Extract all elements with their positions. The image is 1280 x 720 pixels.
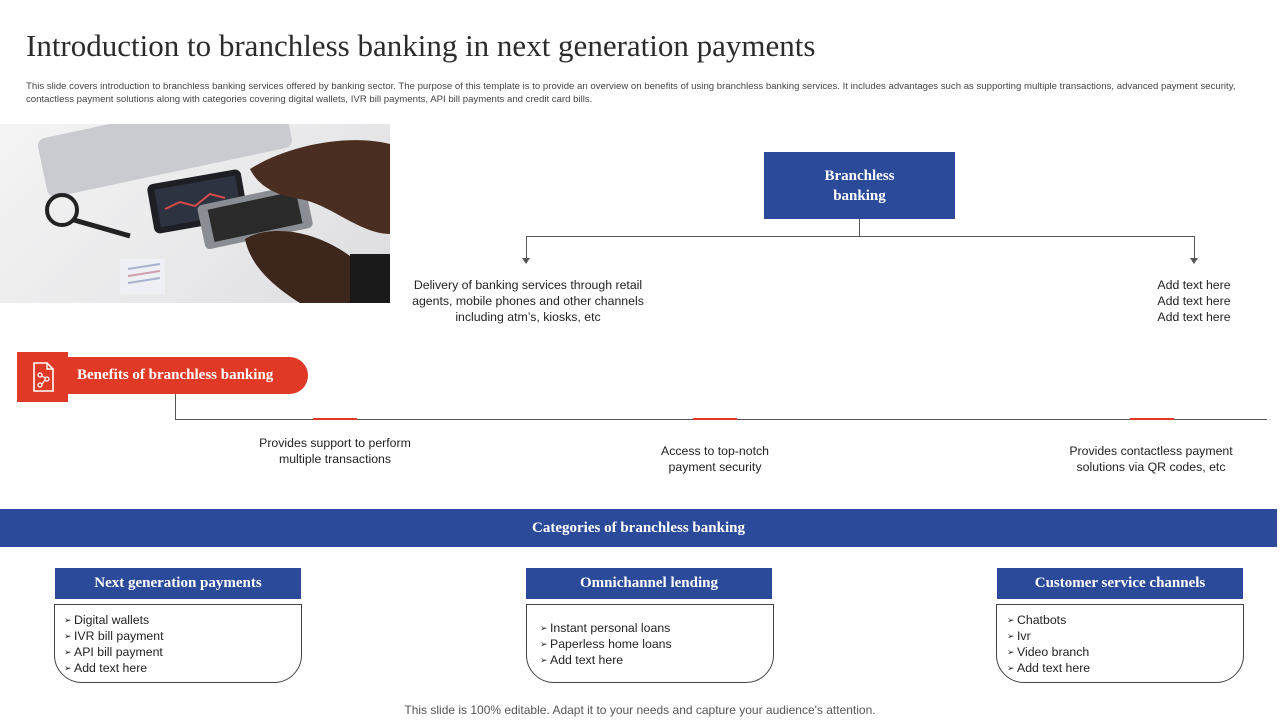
bullet-icon: ➢ xyxy=(540,639,548,649)
text-line: payment security xyxy=(668,460,762,474)
benefit-item-transactions: Provides support to perform multiple tra… xyxy=(225,435,445,467)
hero-photo xyxy=(0,124,390,303)
benefit-marker xyxy=(1130,418,1174,420)
benefit-marker xyxy=(313,418,357,420)
bullet-icon: ➢ xyxy=(540,623,548,633)
category-list: ➢Instant personal loans ➢Paperless home … xyxy=(527,605,773,668)
branchless-box-line1: Branchless xyxy=(824,167,895,184)
category-box-service: ➢Chatbots ➢Ivr ➢Video branch ➢Add text h… xyxy=(996,604,1244,683)
benefits-label-text: Benefits of branchless banking xyxy=(77,367,274,383)
list-item: ➢IVR bill payment xyxy=(55,628,301,644)
bullet-icon: ➢ xyxy=(64,615,72,625)
list-item-text: Ivr xyxy=(1017,629,1031,643)
list-item: ➢Paperless home loans xyxy=(531,636,773,652)
category-header-payments: Next generation payments xyxy=(55,568,301,599)
list-item-text: API bill payment xyxy=(74,645,163,659)
category-box-lending: ➢Instant personal loans ➢Paperless home … xyxy=(526,604,774,683)
list-item: ➢API bill payment xyxy=(55,644,301,660)
list-item-text: Paperless home loans xyxy=(550,637,672,651)
branchless-banking-box: Branchless banking xyxy=(764,152,955,219)
list-item: ➢Video branch xyxy=(998,644,1243,660)
category-header-lending: Omnichannel lending xyxy=(526,568,772,599)
text-line: Delivery of banking services through ret… xyxy=(413,278,643,292)
text-line: Add text here xyxy=(1157,294,1231,308)
branchless-right-text: Add text here Add text here Add text her… xyxy=(1134,277,1254,325)
list-item-text: Add text here xyxy=(550,653,624,667)
page-description: This slide covers introduction to branch… xyxy=(26,81,1236,105)
benefits-drop xyxy=(175,394,176,420)
category-list: ➢Digital wallets ➢IVR bill payment ➢API … xyxy=(55,605,301,676)
footer-note: This slide is 100% editable. Adapt it to… xyxy=(404,703,876,717)
list-item: ➢Ivr xyxy=(998,628,1243,644)
text-line: solutions via QR codes, etc xyxy=(1076,460,1226,474)
category-title: Customer service channels xyxy=(1034,575,1206,591)
list-item-text: Instant personal loans xyxy=(550,621,671,635)
category-list: ➢Chatbots ➢Ivr ➢Video branch ➢Add text h… xyxy=(997,605,1243,676)
branchless-box-line2: banking xyxy=(833,187,886,204)
text-line: Access to top-notch xyxy=(661,444,769,458)
benefit-item-contactless: Provides contactless payment solutions v… xyxy=(1031,443,1271,475)
connector-right-drop xyxy=(1194,236,1195,259)
bullet-icon: ➢ xyxy=(64,647,72,657)
connector-vertical-center xyxy=(859,219,860,236)
benefit-item-security: Access to top-notch payment security xyxy=(605,443,825,475)
text-line: Add text here xyxy=(1157,310,1231,324)
arrow-down-icon xyxy=(1190,258,1198,264)
categories-banner: Categories of branchless banking xyxy=(0,509,1277,547)
bullet-icon: ➢ xyxy=(1007,647,1015,657)
page-title: Introduction to branchless banking in ne… xyxy=(26,28,816,63)
bullet-icon: ➢ xyxy=(1007,615,1015,625)
document-chart-icon xyxy=(32,362,54,392)
text-line: Provides support to perform xyxy=(259,436,411,450)
category-title: Next generation payments xyxy=(94,575,262,591)
list-item-text: Chatbots xyxy=(1017,613,1067,627)
list-item-text: IVR bill payment xyxy=(74,629,164,643)
branchless-left-text: Delivery of banking services through ret… xyxy=(393,277,663,325)
list-item: ➢Add text here xyxy=(55,660,301,676)
text-line: agents, mobile phones and other channels xyxy=(412,294,644,308)
text-line: multiple transactions xyxy=(278,452,392,466)
benefits-icon-box xyxy=(17,352,68,402)
bullet-icon: ➢ xyxy=(64,663,72,673)
list-item: ➢Add text here xyxy=(998,660,1243,676)
connector-left-drop xyxy=(526,236,527,259)
arrow-down-icon xyxy=(522,258,530,264)
connector-horizontal-top xyxy=(526,236,1195,237)
benefits-label: Benefits of branchless banking xyxy=(66,357,308,394)
category-header-service: Customer service channels xyxy=(997,568,1243,599)
categories-banner-text: Categories of branchless banking xyxy=(532,519,745,536)
bullet-icon: ➢ xyxy=(64,631,72,641)
bullet-icon: ➢ xyxy=(1007,663,1015,673)
list-item-text: Video branch xyxy=(1017,645,1090,659)
text-line: including atm’s, kiosks, etc xyxy=(455,310,601,324)
list-item: ➢Instant personal loans xyxy=(531,620,773,636)
list-item: ➢Chatbots xyxy=(998,612,1243,628)
text-line: Add text here xyxy=(1157,278,1231,292)
category-title: Omnichannel lending xyxy=(580,575,718,591)
list-item-text: Add text here xyxy=(1017,661,1091,675)
list-item-text: Add text here xyxy=(74,661,148,675)
category-box-payments: ➢Digital wallets ➢IVR bill payment ➢API … xyxy=(54,604,302,683)
bullet-icon: ➢ xyxy=(1007,631,1015,641)
list-item: ➢Add text here xyxy=(531,652,773,668)
list-item-text: Digital wallets xyxy=(74,613,150,627)
list-item: ➢Digital wallets xyxy=(55,612,301,628)
bullet-icon: ➢ xyxy=(540,655,548,665)
text-line: Provides contactless payment xyxy=(1069,444,1233,458)
benefit-marker xyxy=(693,418,737,420)
